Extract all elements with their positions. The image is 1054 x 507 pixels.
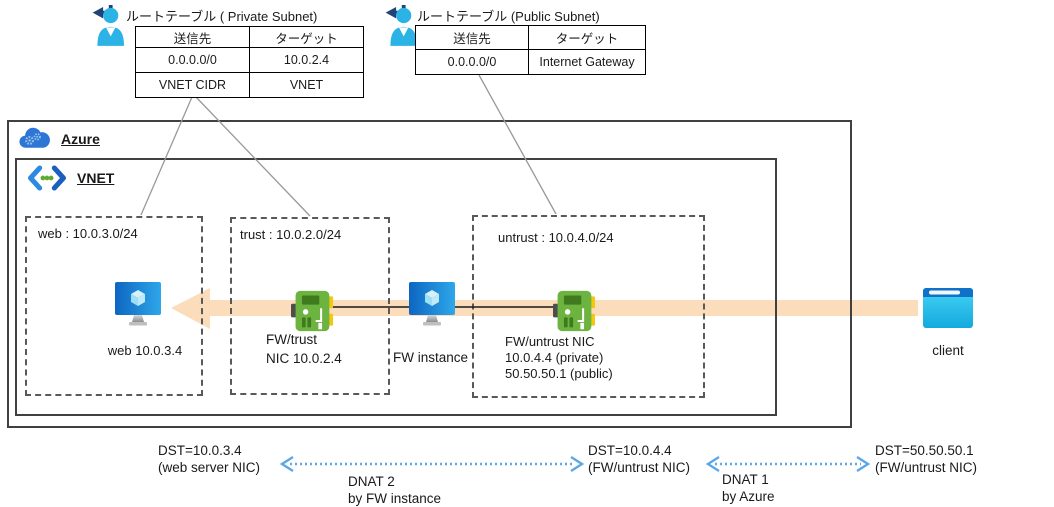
azure-cloud-gears-icon [17, 124, 51, 157]
dst-web-line1: DST=10.0.3.4 [158, 443, 242, 458]
flow-arrow-band [171, 288, 918, 329]
route-table-connector-lines [140, 74, 557, 217]
azure-label: Azure [61, 131, 100, 147]
dnat1-line1: DNAT 1 [722, 472, 769, 487]
connector-private-rt-to-trust-subnet [195, 96, 311, 217]
subnet-box-web [25, 216, 203, 396]
dst-web-annotation: DST=10.0.3.4 (web server NIC) [158, 442, 260, 476]
dnat1-annotation: DNAT 1 by Azure [722, 471, 775, 505]
rt-public-header-destination: 送信先 [415, 25, 529, 50]
fw-untrust-nic-label-line2: 10.0.4.4 (private) [505, 350, 604, 365]
rt-private-header-destination: 送信先 [135, 26, 250, 48]
vnet-boundary-box [15, 158, 777, 416]
fw-trust-nic-label-line2: NIC 10.0.2.4 [266, 351, 342, 366]
route-table-private: 送信先 ターゲット 0.0.0.0/0 10.0.2.4 VNET CIDR V… [135, 26, 364, 98]
client-browser-icon [923, 288, 973, 333]
dnat1-line2: by Azure [722, 489, 775, 504]
rt-public-r1-destination: 0.0.0.0/0 [415, 49, 529, 75]
fw-trust-nic-label: FW/trust NIC 10.0.2.4 [266, 330, 342, 368]
connector-public-rt-to-untrust-subnet [478, 74, 557, 215]
dnat-arrows [279, 455, 871, 473]
dst-fw-private-line1: DST=10.0.4.4 [588, 443, 672, 458]
rt-private-r1-destination: 0.0.0.0/0 [135, 47, 250, 73]
web-vm-label: web 10.0.3.4 [107, 343, 183, 358]
dst-fw-public-line1: DST=50.50.50.1 [875, 443, 974, 458]
route-table-private-title: ルートテーブル ( Private Subnet) [126, 9, 318, 24]
table-row: VNET CIDR VNET [135, 72, 364, 98]
fw-untrust-nic-icon [553, 289, 595, 338]
dnat2-line2: by FW instance [348, 491, 442, 506]
vnet-label: VNET [77, 170, 115, 186]
rt-private-r1-target: 10.0.2.4 [249, 47, 364, 73]
subnet-untrust-label: untrust : 10.0.4.0/24 [498, 230, 614, 245]
dst-fw-private-annotation: DST=10.0.4.4 (FW/untrust NIC) [588, 442, 690, 476]
dnat2-line1: DNAT 2 [348, 474, 395, 489]
dnat2-left-arrowhead-icon [279, 455, 294, 473]
fw-trust-nic-icon [291, 289, 333, 338]
route-table-public-title: ルートテーブル (Public Subnet) [417, 9, 600, 24]
fw-untrust-nic-label: FW/untrust NIC 10.0.4.4 (private) 50.50.… [505, 334, 613, 382]
rt-public-r1-target: Internet Gateway [528, 49, 646, 75]
dnat2-annotation: DNAT 2 by FW instance [348, 473, 441, 507]
web-server-vm-icon [114, 282, 162, 335]
dst-fw-private-line2: (FW/untrust NIC) [588, 460, 691, 475]
fw-instance-label: FW instance [393, 350, 469, 365]
table-row: 0.0.0.0/0 Internet Gateway [415, 49, 646, 75]
fw-instance-vm-icon [408, 282, 456, 335]
fw-untrust-nic-label-line3: 50.50.50.1 (public) [505, 366, 613, 381]
fw-untrust-nic-label-line1: FW/untrust NIC [505, 334, 595, 349]
fw-trust-nic-label-line1: FW/trust [266, 332, 317, 347]
dst-web-line2: (web server NIC) [158, 460, 261, 475]
subnet-trust-label: trust : 10.0.2.0/24 [240, 227, 342, 242]
user-with-arrow-icon [379, 2, 417, 53]
table-row: 0.0.0.0/0 10.0.2.4 [135, 47, 364, 73]
subnet-web-label: web : 10.0.3.0/24 [38, 226, 138, 241]
dst-fw-public-annotation: DST=50.50.50.1 (FW/untrust NIC) [875, 442, 977, 476]
route-table-public: 送信先 ターゲット 0.0.0.0/0 Internet Gateway [415, 25, 646, 75]
rt-public-header-target: ターゲット [528, 25, 646, 50]
dnat1-left-arrowhead-icon [705, 455, 720, 473]
dnat1-right-arrowhead-icon [856, 455, 871, 473]
subnet-box-trust [230, 217, 390, 395]
dst-fw-public-line2: (FW/untrust NIC) [875, 460, 978, 475]
rt-private-r2-destination: VNET CIDR [135, 72, 250, 98]
azure-boundary-box [7, 120, 852, 428]
rt-private-r2-target: VNET [249, 72, 364, 98]
rt-private-header-target: ターゲット [249, 26, 364, 48]
dnat2-right-arrowhead-icon [570, 455, 585, 473]
client-label: client [932, 343, 964, 358]
connector-private-rt-to-web-subnet [140, 96, 193, 216]
user-with-arrow-icon [86, 2, 124, 53]
vnet-chevrons-icon [26, 164, 68, 197]
